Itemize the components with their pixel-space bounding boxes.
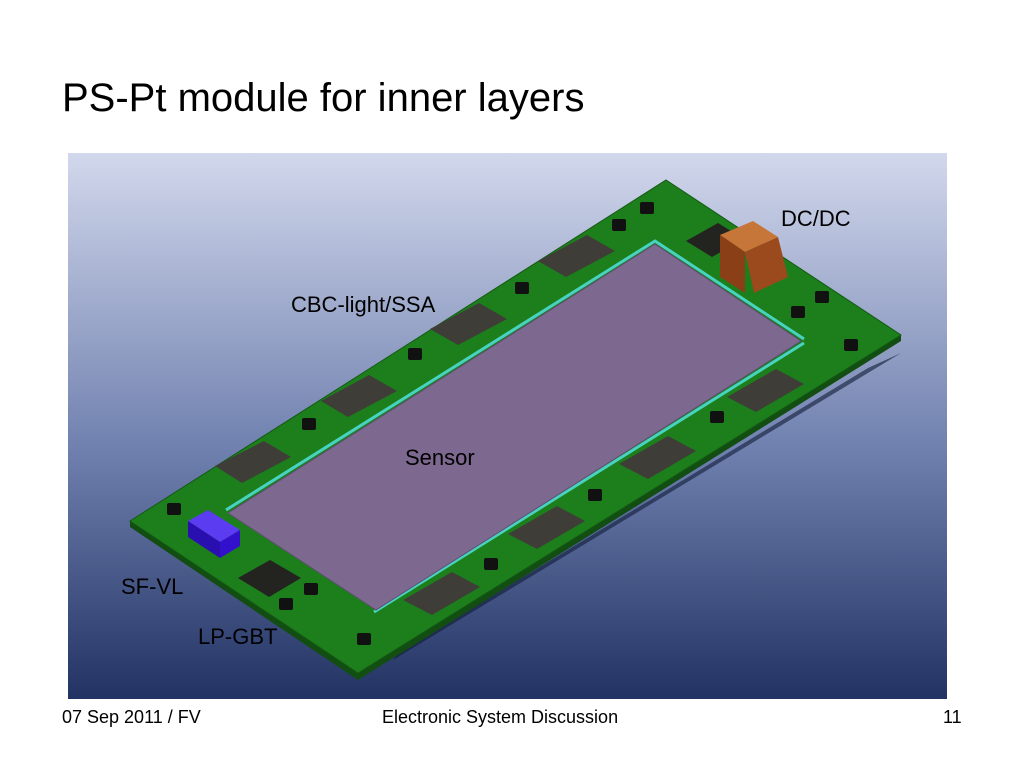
readout-chip (727, 369, 804, 412)
label-cbc: CBC-light/SSA (291, 292, 436, 317)
passive-components (167, 202, 858, 645)
lpgbt-chip (238, 560, 301, 597)
sensor (227, 243, 802, 611)
label-lpgbt: LP-GBT (198, 624, 277, 649)
pcb-shadow (393, 353, 901, 660)
readout-chip (619, 436, 696, 479)
readout-chip (430, 303, 507, 345)
readout-chip (215, 441, 291, 483)
readout-chips-upper (215, 235, 615, 483)
label-dcdc: DC/DC (781, 206, 851, 231)
readout-chip (508, 506, 585, 549)
footer-page-number: 11 (943, 707, 962, 727)
label-sensor: Sensor (405, 445, 475, 470)
readout-chip (321, 375, 397, 417)
readout-chip (403, 572, 480, 615)
label-sfvl: SF-VL (121, 574, 183, 599)
module-diagram: DC/DC CBC-light/SSA Sensor SF-VL LP-GBT (68, 153, 947, 699)
sensor-edge-strip (373, 341, 805, 614)
dcdc-converter (720, 221, 788, 293)
slide-title: PS-Pt module for inner layers (62, 76, 585, 120)
footer-event: Electronic System Discussion (382, 707, 619, 727)
readout-chip (538, 235, 615, 277)
sensor-edge-strip (225, 239, 805, 512)
sfvl-component (188, 510, 240, 558)
readout-chips-lower (403, 369, 804, 615)
footer-date-author: 07 Sep 2011 / FV (62, 707, 201, 727)
